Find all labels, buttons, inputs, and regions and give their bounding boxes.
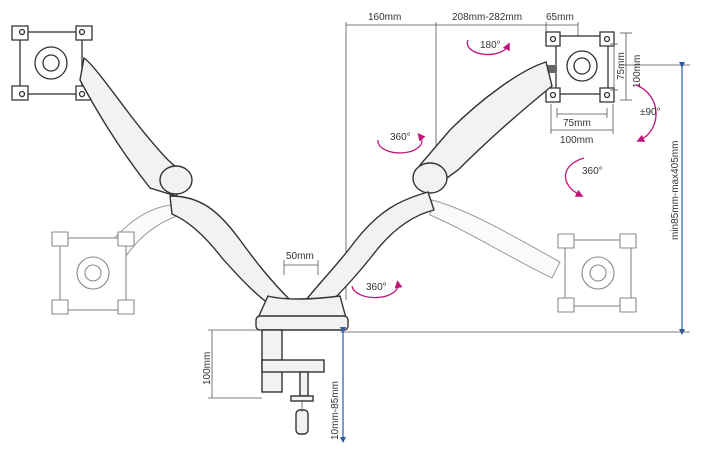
dim-clamp-height: 100mm	[202, 352, 213, 385]
vesa-plate-detail	[545, 31, 632, 134]
left-lower-arm	[169, 195, 294, 313]
rot-tilt: ±90°	[640, 107, 661, 118]
left-upper-arm	[79, 56, 193, 197]
dim-clamp-range: 10mm-85mm	[330, 381, 341, 440]
rotation-arrow-left-swivel	[377, 132, 426, 154]
dim-height-range: min85mm-max405mm	[670, 141, 681, 240]
rot-left-swivel: 360°	[390, 132, 411, 143]
desk-clamp	[261, 329, 325, 435]
rot-right-swivel: 360°	[582, 166, 603, 177]
center-gap-dimension	[283, 260, 319, 275]
dim-top-plate: 65mm	[546, 12, 574, 23]
dim-center-gap: 50mm	[286, 251, 314, 262]
dim-top-offset: 160mm	[368, 12, 401, 23]
rotation-arrow-tilt	[635, 84, 657, 142]
height-dimension-line	[340, 62, 690, 335]
dim-top-reach: 208mm-282mm	[452, 12, 522, 23]
rotation-arrow-top	[466, 39, 510, 56]
ghost-left-arm	[51, 204, 181, 315]
rotation-arrow-base-swivel	[351, 280, 403, 299]
dim-vesa-height-large: 100mm	[632, 55, 643, 88]
dim-vesa-height: 75mm	[616, 52, 627, 80]
clamp-dimension-lines	[208, 327, 346, 443]
right-lower-arm	[305, 191, 435, 313]
ghost-right-arm	[429, 199, 637, 313]
left-monitor-plate	[11, 25, 93, 101]
center-column	[255, 295, 349, 331]
rot-top: 180°	[480, 40, 501, 51]
right-upper-arm	[412, 61, 553, 194]
rot-base-swivel: 360°	[366, 282, 387, 293]
dim-vesa-width-large: 100mm	[560, 135, 593, 146]
dim-vesa-width: 75mm	[563, 118, 591, 129]
rotation-arrow-right-swivel	[564, 157, 585, 197]
